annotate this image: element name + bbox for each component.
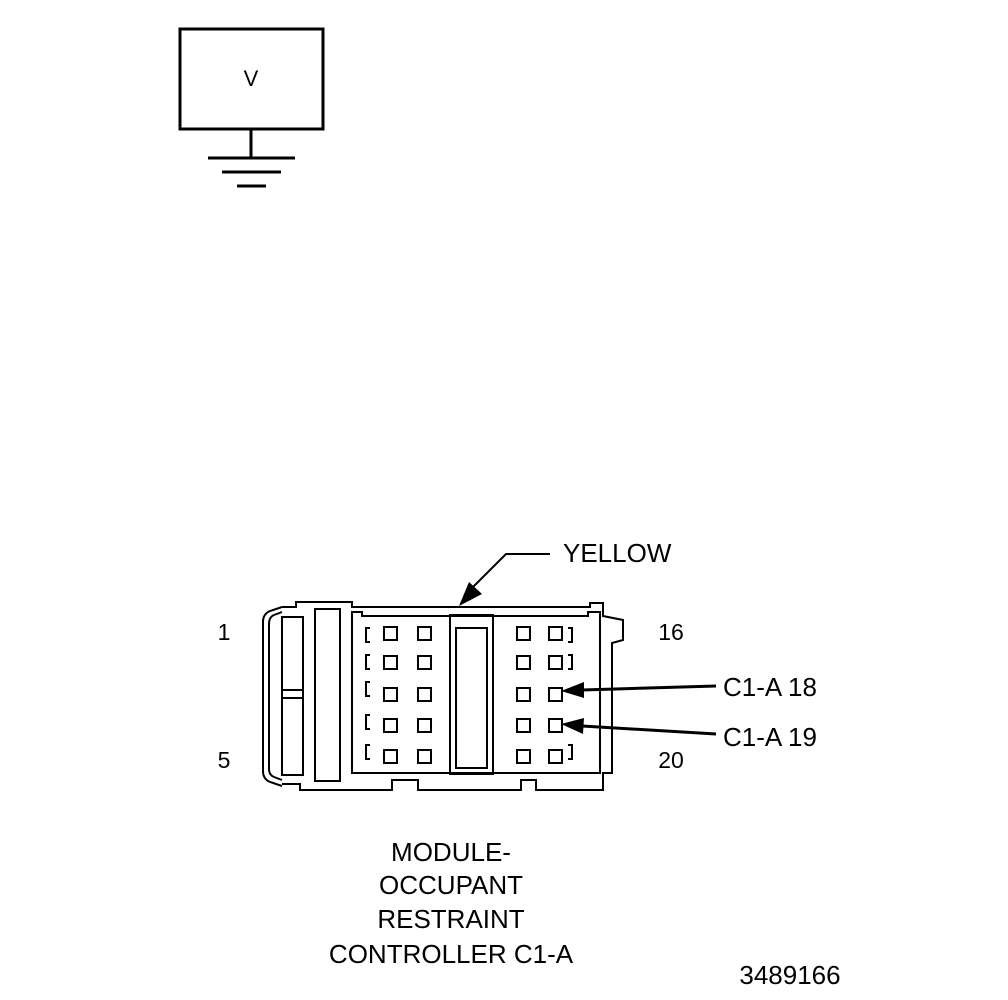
title-line: CONTROLLER C1-A xyxy=(329,939,574,969)
pin-label-last: 20 xyxy=(658,747,684,773)
title-line: RESTRAINT xyxy=(377,904,524,934)
connector-title: MODULE- OCCUPANT RESTRAINT CONTROLLER C1… xyxy=(329,837,574,969)
pin-cavity xyxy=(516,655,531,670)
pin-cavity xyxy=(417,626,432,641)
pin-label-first: 1 xyxy=(218,619,231,645)
arrowhead-icon xyxy=(459,582,482,606)
pin-cavity xyxy=(548,687,563,702)
pin-cavity xyxy=(383,626,398,641)
callout-pin-18: C1-A 18 xyxy=(561,672,817,702)
pin-cavity xyxy=(417,718,432,733)
pin-cavity xyxy=(383,655,398,670)
pin-cavity xyxy=(516,749,531,764)
pin-cavity xyxy=(417,749,432,764)
pin-cavity xyxy=(516,626,531,641)
arrowhead-icon xyxy=(561,718,584,734)
color-label: YELLOW xyxy=(563,538,672,568)
pin-label-row-end: 5 xyxy=(218,747,231,773)
pin-cavity xyxy=(548,749,563,764)
connector-body xyxy=(262,601,624,791)
title-line: MODULE- xyxy=(391,837,511,867)
color-callout: YELLOW xyxy=(459,538,672,606)
voltmeter-symbol: V xyxy=(178,27,325,188)
arrowhead-icon xyxy=(561,682,584,698)
callout-label: C1-A 18 xyxy=(723,672,817,702)
pin-cavity xyxy=(548,626,563,641)
ground-icon xyxy=(208,156,295,188)
callout-label: C1-A 19 xyxy=(723,722,817,752)
pin-cavity xyxy=(383,687,398,702)
pin-cavity xyxy=(548,655,563,670)
pin-cavity xyxy=(548,718,563,733)
title-line: OCCUPANT xyxy=(379,870,523,900)
pin-cavity xyxy=(516,718,531,733)
figure-id: 3489166 xyxy=(739,960,840,990)
pin-cavity xyxy=(516,687,531,702)
pin-cavity xyxy=(383,749,398,764)
pin-cavities xyxy=(383,626,563,764)
pin-label-col-start: 16 xyxy=(658,619,684,645)
pin-cavity xyxy=(383,718,398,733)
pin-cavity xyxy=(417,687,432,702)
voltmeter-label: V xyxy=(244,66,259,91)
pin-cavity xyxy=(417,655,432,670)
callout-pin-19: C1-A 19 xyxy=(561,718,817,752)
